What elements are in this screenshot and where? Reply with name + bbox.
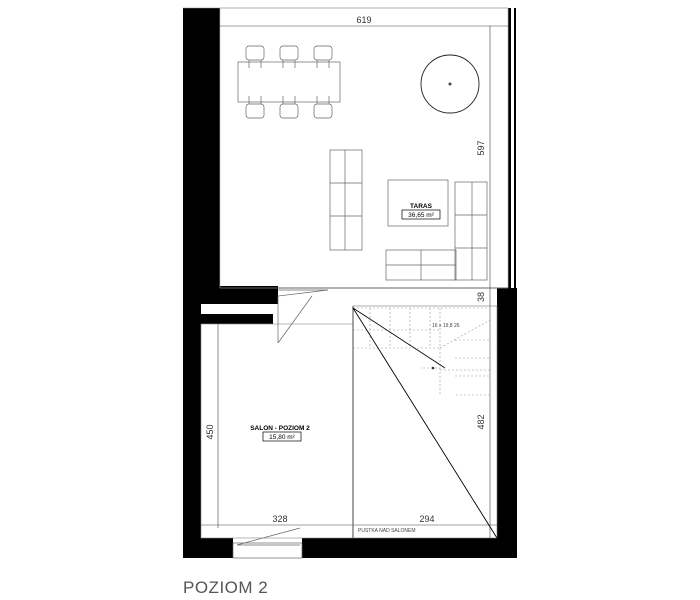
terrace-outline <box>219 7 509 289</box>
lounge-coffee-table <box>387 179 449 227</box>
terrace-railing-right-2 <box>514 8 516 288</box>
chair <box>279 103 299 119</box>
lounge-sofa-right <box>454 181 488 281</box>
dim-void-height: 482 <box>476 414 486 429</box>
right-wall <box>497 288 517 558</box>
terrace-railing-right <box>508 8 511 288</box>
dim-terrace-depth: 597 <box>476 140 486 155</box>
stairs-annotation: 16 x 19,8 26 <box>432 323 460 329</box>
dining-chairs-top <box>245 45 333 68</box>
middle-partition-wall <box>183 286 278 304</box>
dim-salon-height: 450 <box>205 424 215 439</box>
dim-salon-width: 328 <box>272 514 287 524</box>
dim-void-width: 294 <box>419 514 434 524</box>
walls <box>183 8 517 558</box>
salon-area: 15,80 m² <box>269 434 295 441</box>
bottom-door <box>232 527 303 559</box>
terrace-area-box <box>401 209 441 220</box>
chair <box>279 45 299 61</box>
chair <box>313 103 333 119</box>
dining-chairs-bottom <box>245 96 333 119</box>
left-wall <box>183 8 220 286</box>
chair <box>245 45 265 61</box>
terrace-name: TARAS <box>410 203 433 210</box>
dining-table <box>237 61 341 103</box>
lounge-sofa-left <box>329 149 363 251</box>
salon-name: SALON - POZIOM 2 <box>250 425 310 432</box>
dim-terrace-width: 619 <box>356 15 371 25</box>
chair <box>313 45 333 61</box>
bottom-wall-right <box>302 538 517 558</box>
staircase <box>352 307 491 396</box>
terrace-door <box>277 289 329 344</box>
lounge-sofa-bottom <box>385 249 457 281</box>
chair <box>245 103 265 119</box>
round-table-center <box>448 82 452 86</box>
void-note: PUSTKA NAD SALONEM <box>358 528 416 534</box>
level-title: POZIOM 2 <box>183 578 269 597</box>
salon-area-box <box>262 431 302 442</box>
void-outline <box>352 305 498 539</box>
void-diagonals <box>352 307 498 539</box>
round-table-top <box>420 54 480 114</box>
inner-partition-wall <box>201 314 273 324</box>
left-wall-lower <box>183 286 201 558</box>
dining-set <box>237 45 341 119</box>
terrace-area: 36,65 m² <box>408 212 434 219</box>
bottom-wall-left <box>183 538 233 558</box>
round-table <box>420 54 480 114</box>
dim-small-gap: 38 <box>476 292 486 302</box>
